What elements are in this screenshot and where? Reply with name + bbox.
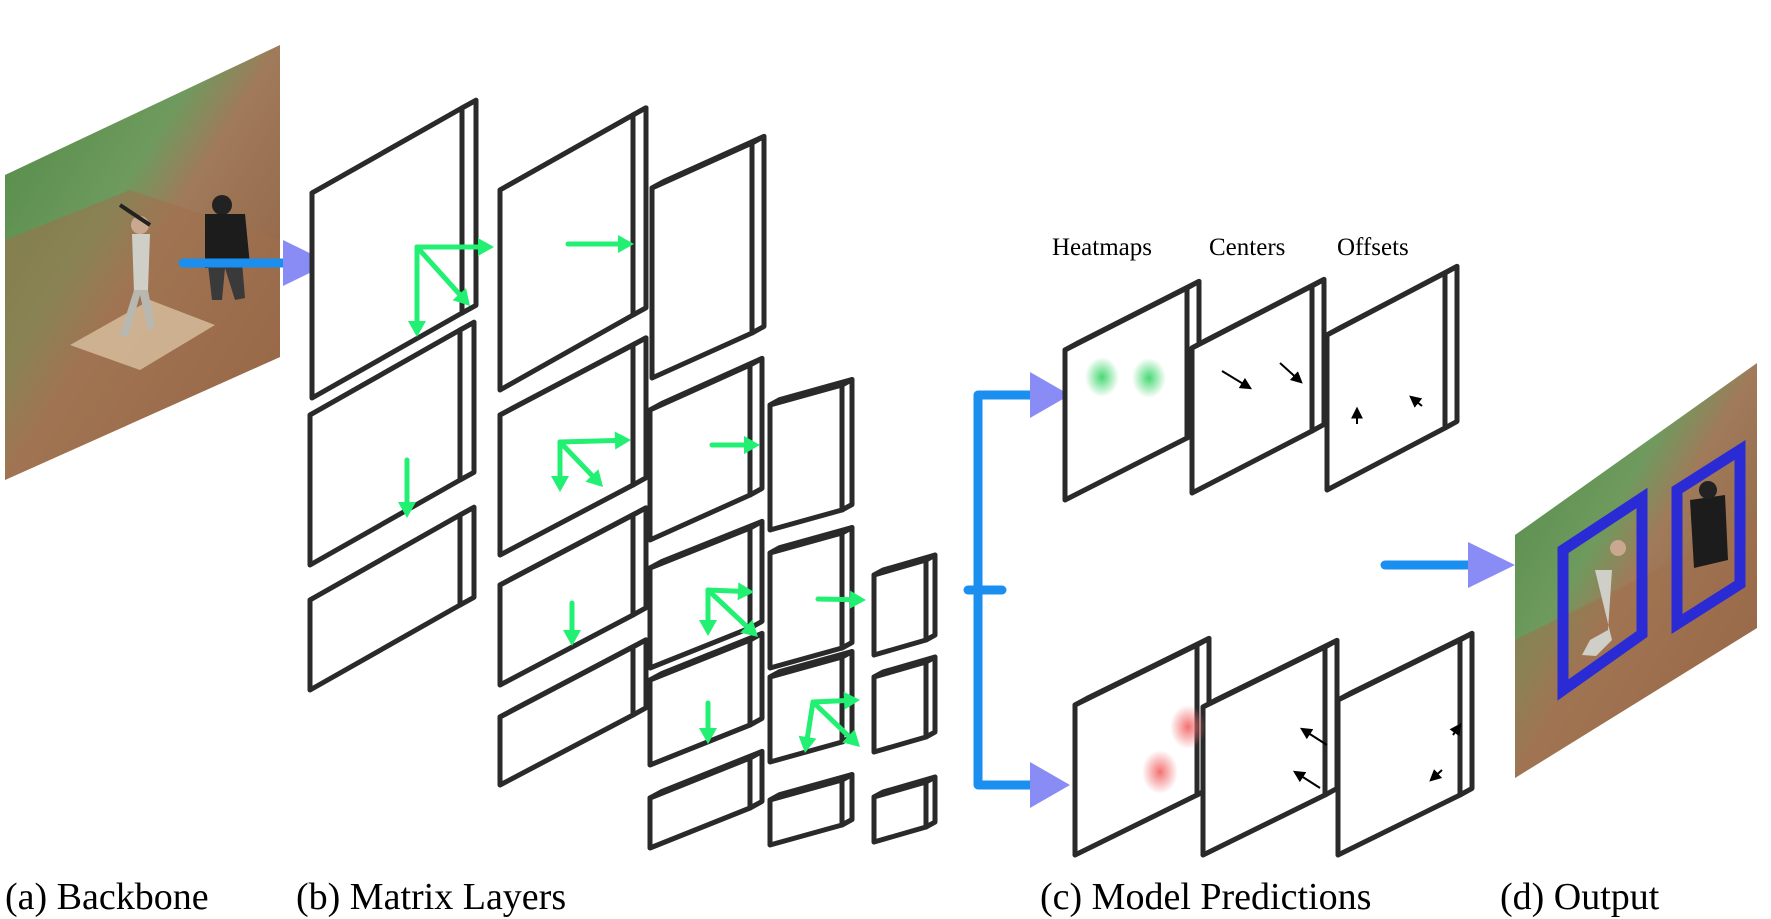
label-heatmaps: Heatmaps (1052, 234, 1152, 261)
matrix-layer-slab (647, 355, 765, 543)
matrix-layer-slab (767, 525, 855, 671)
transform-arrow (563, 600, 581, 646)
label-centers: Centers (1209, 234, 1285, 261)
caption-output: (d) Output (1500, 876, 1660, 918)
center-offset-arrows (1221, 362, 1462, 789)
caption-model-predictions: (c) Model Predictions (1040, 876, 1371, 918)
transform-arrow (705, 582, 754, 601)
prediction-plane (1062, 278, 1202, 503)
matrix-layer-slab (497, 105, 649, 393)
matrix-layer-slabs (307, 97, 938, 851)
transform-arrow (705, 587, 758, 637)
transform-arrow (709, 436, 760, 454)
matrix-layer-slab (307, 504, 477, 693)
matrix-layer-slab (497, 505, 649, 688)
label-offsets: Offsets (1337, 234, 1409, 261)
matrix-layer-slab (767, 377, 855, 533)
matrix-layer-slab (871, 774, 938, 845)
split-arrow (963, 390, 1045, 790)
prediction-plane (1189, 276, 1327, 496)
output-image (1515, 363, 1757, 778)
transform-arrow (565, 235, 634, 253)
prediction-plane (1324, 263, 1460, 493)
transform-arrow (810, 691, 860, 710)
bounding-box-umpire (1671, 439, 1746, 635)
matrix-layer-slab (309, 97, 479, 401)
transform-arrow (551, 439, 569, 492)
transform-arrow (408, 244, 426, 337)
transform-arrow (557, 431, 631, 450)
output-arrow (1380, 542, 1515, 588)
matrix-layer-slab (497, 637, 649, 788)
transform-arrow (810, 699, 860, 747)
caption-matrix-layers: (b) Matrix Layers (296, 876, 566, 918)
caption-backbone: (a) Backbone (5, 876, 209, 918)
matrix-layer-slab (649, 133, 767, 381)
heatmap-glows (1085, 357, 1206, 794)
transform-arrows (398, 235, 866, 753)
transform-arrow (815, 590, 866, 609)
batter-figure (118, 203, 155, 337)
matrix-layer-slab (647, 748, 765, 851)
matrix-layer-slab (871, 654, 938, 755)
matrix-layer-slab (647, 518, 765, 671)
transform-arrow (414, 244, 470, 306)
matrix-layer-slab (767, 649, 855, 765)
matrix-layer-slab (647, 630, 765, 768)
matrix-layer-slab (871, 552, 938, 658)
prediction-planes (1062, 263, 1475, 858)
transform-arrow (699, 700, 717, 744)
split-arrow-head-top (1030, 372, 1070, 418)
umpire-figure (205, 195, 250, 300)
prediction-plane (1200, 637, 1340, 858)
prediction-plane (1335, 630, 1475, 858)
matrix-layer-slab (767, 772, 855, 848)
bounding-box-batter (1557, 487, 1648, 701)
backbone-arrow (178, 240, 330, 286)
transform-arrow (798, 699, 817, 753)
split-arrow-head-bottom (1030, 762, 1070, 808)
transform-arrow (557, 439, 603, 487)
transform-arrow (699, 587, 717, 636)
transform-arrow (414, 238, 494, 256)
transform-arrow (398, 457, 416, 518)
